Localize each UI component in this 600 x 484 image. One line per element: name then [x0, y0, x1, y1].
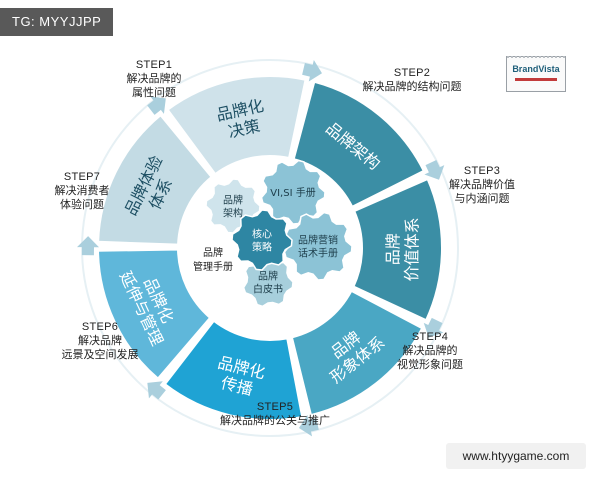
site-watermark: www.htyygame.com: [446, 443, 586, 469]
step-number: STEP6: [81, 321, 119, 333]
step-desc-line: 属性问题: [132, 87, 176, 99]
step-number: STEP7: [63, 171, 101, 183]
ring-segment: [166, 75, 307, 176]
step-desc-line: 解决消费者: [54, 185, 110, 197]
gear-label: VI,SI 手册: [270, 186, 315, 199]
logo-text: BrandVista: [512, 64, 560, 74]
ring-arrow: [424, 159, 445, 180]
gear-label: 策略: [252, 241, 272, 254]
ring-arrow-shape: [298, 414, 319, 437]
ring-arrow-shape: [423, 317, 444, 338]
step-desc-line: 远景及空间发展: [61, 349, 139, 361]
stamp-border: [507, 56, 565, 63]
gear-caption: 品牌: [203, 246, 223, 259]
step-number: STEP2: [393, 67, 431, 79]
step-desc-line: 解决品牌: [78, 335, 122, 347]
step-desc-line: 体验问题: [60, 199, 104, 211]
ring-arrow: [147, 96, 166, 115]
ring-arrow: [423, 317, 444, 338]
gear-caption: 管理手册: [193, 260, 233, 273]
segment-label-group: 品牌价值体系: [383, 217, 422, 281]
ring-segment: [163, 319, 304, 421]
step-number: STEP3: [463, 165, 501, 177]
ring-arrow: [76, 236, 99, 256]
ring-arrow-shape: [302, 60, 322, 82]
step2-label: STEP2 解决品牌的结构问题: [352, 66, 472, 94]
ring-segment: [97, 248, 212, 380]
gear-label: 话术手册: [298, 247, 338, 260]
logo-bar: [515, 78, 557, 81]
step-desc-line: 解决品牌的: [402, 345, 458, 357]
gear-label: 架构: [223, 207, 243, 220]
ring-segment: [290, 289, 424, 417]
gear-shape: [231, 209, 293, 271]
step7-label: STEP7 解决消费者 体验问题: [44, 170, 120, 212]
ring-arrow: [298, 414, 319, 437]
step-desc-line: 视觉形象问题: [397, 359, 463, 371]
step-number: STEP4: [411, 331, 449, 343]
ring-segment: [97, 113, 213, 246]
step-desc-line: 解决品牌的结构问题: [362, 81, 462, 93]
step-number: STEP5: [256, 401, 294, 413]
ring-arrow-shape: [147, 381, 166, 400]
step-desc-line: 与内涵问题: [454, 193, 510, 205]
step-desc-line: 解决品牌的公关与推广: [220, 415, 330, 427]
ring-segment: [352, 177, 443, 322]
step6-label: STEP6 解决品牌 远景及空间发展: [52, 320, 148, 362]
segment-label: 价值体系: [402, 217, 422, 281]
ring-arrow-shape: [76, 236, 99, 256]
step4-label: STEP4 解决品牌的 视觉形象问题: [382, 330, 478, 372]
segment-label: 品牌: [383, 233, 402, 265]
step3-label: STEP3 解决品牌价值 与内涵问题: [434, 164, 530, 206]
ring-segment: [292, 80, 426, 209]
ring-arrow-shape: [424, 159, 445, 180]
ring-arrow: [302, 60, 322, 82]
gear-label: 品牌营销: [298, 234, 338, 247]
gear-label: 核心: [252, 228, 272, 241]
step5-label: STEP5 解决品牌的公关与推广: [212, 400, 338, 428]
gear-label: 品牌: [258, 270, 278, 283]
channel-tag: TG: MYYJJPP: [0, 8, 114, 36]
ring-arrow: [147, 381, 166, 400]
step1-label: STEP1 解决品牌的 属性问题: [106, 58, 202, 100]
ring-arrow-shape: [147, 96, 166, 115]
gear-label: 品牌: [223, 194, 243, 207]
step-number: STEP1: [135, 59, 173, 71]
brandvista-logo: BrandVista: [506, 56, 566, 92]
step-desc-line: 解决品牌的: [126, 73, 182, 85]
step-desc-line: 解决品牌价值: [449, 179, 515, 191]
gear-label: 白皮书: [253, 283, 283, 296]
